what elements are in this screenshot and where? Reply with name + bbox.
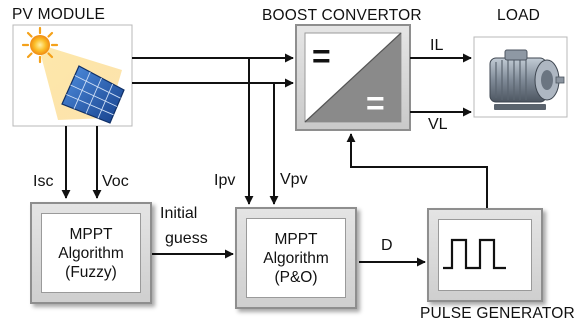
pv-module-title: PV MODULE (12, 6, 106, 23)
ipv-label: Ipv (214, 172, 236, 189)
mppt-po-block: MPPT Algorithm (P&O) (235, 207, 357, 309)
mppt-po-line3: (P&O) (274, 268, 318, 286)
converter-symbol-top: = (312, 38, 331, 74)
mppt-po-line1: MPPT (274, 230, 318, 248)
vl-label: VL (428, 116, 448, 133)
connections (61, 53, 488, 267)
initial-guess-label-line1: Initial (160, 205, 198, 222)
pulse-generator-title: PULSE GENERATOR (420, 305, 575, 322)
sun-icon (21, 26, 59, 64)
mppt-fuzzy-line1: MPPT (69, 225, 113, 243)
motor-icon (473, 36, 568, 118)
mppt-po-line2: Algorithm (263, 249, 329, 267)
isc-label: Isc (33, 173, 54, 190)
duty-cycle-label: D (381, 237, 393, 254)
mppt-po-block-label: MPPT Algorithm (P&O) (246, 218, 346, 298)
mppt-fuzzy-line3: (Fuzzy) (65, 263, 117, 281)
solar-panel-icon (61, 65, 125, 124)
gate-signal-arrow (346, 133, 488, 208)
mppt-fuzzy-line2: Algorithm (58, 244, 124, 262)
il-label: IL (430, 37, 444, 54)
boost-converter-diagonal (304, 32, 402, 123)
mppt-fuzzy-block: MPPT Algorithm (Fuzzy) (30, 202, 152, 304)
pulse-generator-inner (438, 219, 532, 291)
load-title: LOAD (497, 7, 541, 24)
vpv-label: Vpv (280, 171, 308, 188)
boost-convertor-title: BOOST CONVERTOR (262, 7, 422, 24)
converter-symbol-bottom: = (366, 85, 385, 121)
initial-guess-label-line2: guess (165, 230, 208, 247)
pulse-generator-block (427, 208, 543, 302)
voc-label: Voc (102, 173, 129, 190)
pv-module-image (12, 24, 133, 127)
mppt-fuzzy-block-label: MPPT Algorithm (Fuzzy) (41, 213, 141, 293)
boost-converter-block (295, 24, 411, 131)
